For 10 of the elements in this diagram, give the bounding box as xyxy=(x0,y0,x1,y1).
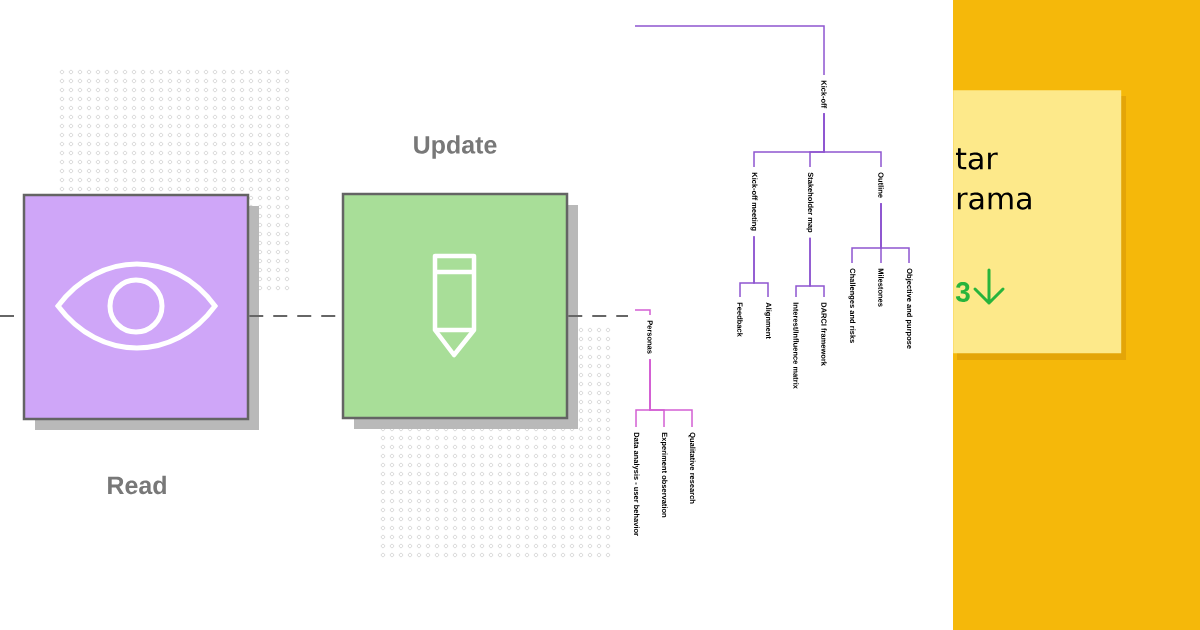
connector-line xyxy=(634,309,651,316)
connector-line xyxy=(809,237,825,298)
connector-line xyxy=(753,235,769,298)
heading: Read xyxy=(108,475,166,495)
heading: Update xyxy=(414,135,497,159)
connector-line xyxy=(880,202,910,264)
connector-line xyxy=(634,25,825,76)
connector-line xyxy=(823,112,882,168)
connector-line xyxy=(649,358,693,428)
dashed-line xyxy=(567,315,629,317)
